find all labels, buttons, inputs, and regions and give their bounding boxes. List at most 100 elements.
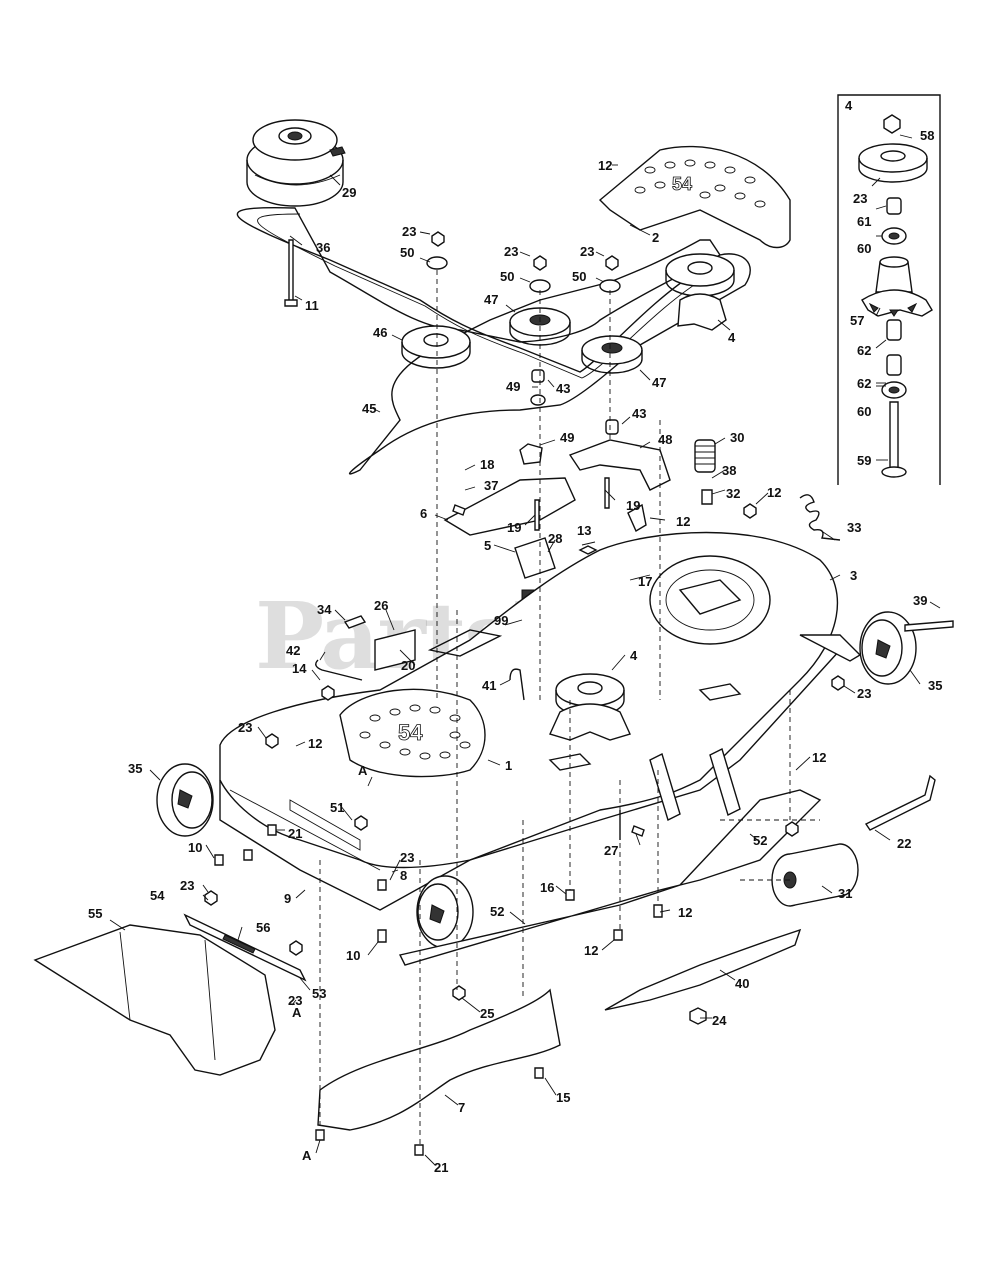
spring-30 bbox=[694, 439, 716, 473]
leader-lines bbox=[109, 134, 941, 1166]
callout-28: 28 bbox=[548, 531, 562, 546]
callout-55: 55 bbox=[88, 906, 102, 921]
callout-5: 5 bbox=[484, 538, 491, 553]
callout-23f: 23 bbox=[238, 720, 252, 735]
callout-50: 50 bbox=[400, 245, 414, 260]
bracket-6 bbox=[443, 477, 576, 536]
callout-54: 54 bbox=[150, 888, 165, 903]
svg-text:54: 54 bbox=[398, 720, 423, 745]
callout-14: 14 bbox=[292, 661, 307, 676]
svg-text:54: 54 bbox=[672, 174, 692, 194]
spindle-shaft-59 bbox=[889, 401, 899, 471]
callout-57: 57 bbox=[850, 313, 864, 328]
alignment-lines bbox=[319, 270, 820, 1145]
callout-32: 32 bbox=[726, 486, 740, 501]
spring-34 bbox=[343, 615, 367, 629]
callout-37: 37 bbox=[484, 478, 498, 493]
callout-27: 27 bbox=[604, 843, 618, 858]
callout-16: 16 bbox=[540, 880, 554, 895]
callout-4: 4 bbox=[728, 330, 736, 345]
mower-deck-3: 54 bbox=[219, 531, 841, 911]
callout-12d: 12 bbox=[308, 736, 322, 751]
callout-58: 58 bbox=[920, 128, 934, 143]
rod-22 bbox=[864, 774, 936, 831]
callout-31: 31 bbox=[838, 886, 852, 901]
spring-33 bbox=[799, 494, 841, 541]
bracket-49 bbox=[519, 443, 543, 465]
callout-12c: 12 bbox=[676, 514, 690, 529]
callout-12f: 12 bbox=[678, 905, 692, 920]
bolt-11 bbox=[284, 239, 298, 307]
callout-50b: 50 bbox=[500, 269, 514, 284]
callout-17: 17 bbox=[638, 574, 652, 589]
gauge-wheel-35-right bbox=[859, 611, 917, 685]
callout-1: 1 bbox=[505, 758, 512, 773]
callout-11: 11 bbox=[305, 298, 319, 313]
blade-40 bbox=[604, 928, 802, 1011]
hardware bbox=[204, 477, 862, 1156]
callout-51: 51 bbox=[330, 800, 344, 815]
callout-21: 21 bbox=[288, 826, 302, 841]
callout-24: 24 bbox=[712, 1013, 727, 1028]
callout-49b: 49 bbox=[560, 430, 574, 445]
washers-50 bbox=[426, 231, 621, 435]
callout-46: 46 bbox=[373, 325, 387, 340]
belt-cover-2: 54 bbox=[598, 145, 791, 249]
callout-59: 59 bbox=[857, 453, 871, 468]
discharge-chute-55 bbox=[33, 924, 276, 1076]
callout-4b: 4 bbox=[630, 648, 638, 663]
callout-50c: 50 bbox=[572, 269, 586, 284]
callout-35: 35 bbox=[928, 678, 942, 693]
callout-30: 30 bbox=[730, 430, 744, 445]
deck-shroud-7 bbox=[317, 988, 561, 1131]
callout-33: 33 bbox=[847, 520, 861, 535]
spacer-62b bbox=[886, 354, 902, 376]
idler-pulley-47b bbox=[581, 335, 643, 374]
callout-10: 10 bbox=[188, 840, 202, 855]
callout-23b: 23 bbox=[402, 224, 416, 239]
callout-42: 42 bbox=[286, 643, 300, 658]
callout-6: 6 bbox=[420, 506, 427, 521]
callout-20: 20 bbox=[401, 658, 415, 673]
callout-23j: A bbox=[302, 1148, 312, 1163]
callout-9: 9 bbox=[284, 891, 291, 906]
callout-45: 45 bbox=[362, 401, 376, 416]
gauge-wheel-front bbox=[416, 875, 474, 949]
gauge-wheel-35-left bbox=[156, 763, 214, 837]
section-a-top: A bbox=[358, 763, 368, 778]
callout-18: 18 bbox=[480, 457, 494, 472]
baffle-52 bbox=[398, 789, 822, 966]
callout-2: 2 bbox=[652, 230, 659, 245]
callout-49: 49 bbox=[506, 379, 520, 394]
bracket-48 bbox=[568, 439, 671, 491]
callout-12: 12 bbox=[598, 158, 612, 173]
callout-26: 26 bbox=[374, 598, 388, 613]
callout-62b: 62 bbox=[857, 376, 871, 391]
callout-19: 19 bbox=[626, 498, 640, 513]
callout-52b: 52 bbox=[490, 904, 504, 919]
inset-label: 4 bbox=[845, 98, 853, 113]
section-a-bottom: A bbox=[292, 1005, 302, 1020]
callout-7: 7 bbox=[458, 1100, 465, 1115]
callout-52: 52 bbox=[753, 833, 767, 848]
callout-53: 53 bbox=[312, 986, 326, 1001]
callout-21b: 21 bbox=[434, 1160, 448, 1175]
callout-43b: 43 bbox=[632, 406, 646, 421]
callout-38: 38 bbox=[722, 463, 736, 478]
callout-13: 13 bbox=[577, 523, 591, 538]
callout-99: 99 bbox=[494, 613, 508, 628]
callout-15: 15 bbox=[556, 1090, 570, 1105]
callout-35b: 35 bbox=[128, 761, 142, 776]
callout-47b: 47 bbox=[652, 375, 666, 390]
spindle-pulley-4-top bbox=[665, 253, 735, 331]
spacer-61 bbox=[886, 197, 902, 215]
callout-23g: 23 bbox=[400, 850, 414, 865]
callout-23h: 23 bbox=[180, 878, 194, 893]
callout-48: 48 bbox=[658, 432, 672, 447]
callout-23: 23 bbox=[853, 191, 867, 206]
callout-12b: 12 bbox=[767, 485, 781, 500]
callout-23e: 23 bbox=[857, 686, 871, 701]
drive-belt-45 bbox=[236, 206, 751, 475]
